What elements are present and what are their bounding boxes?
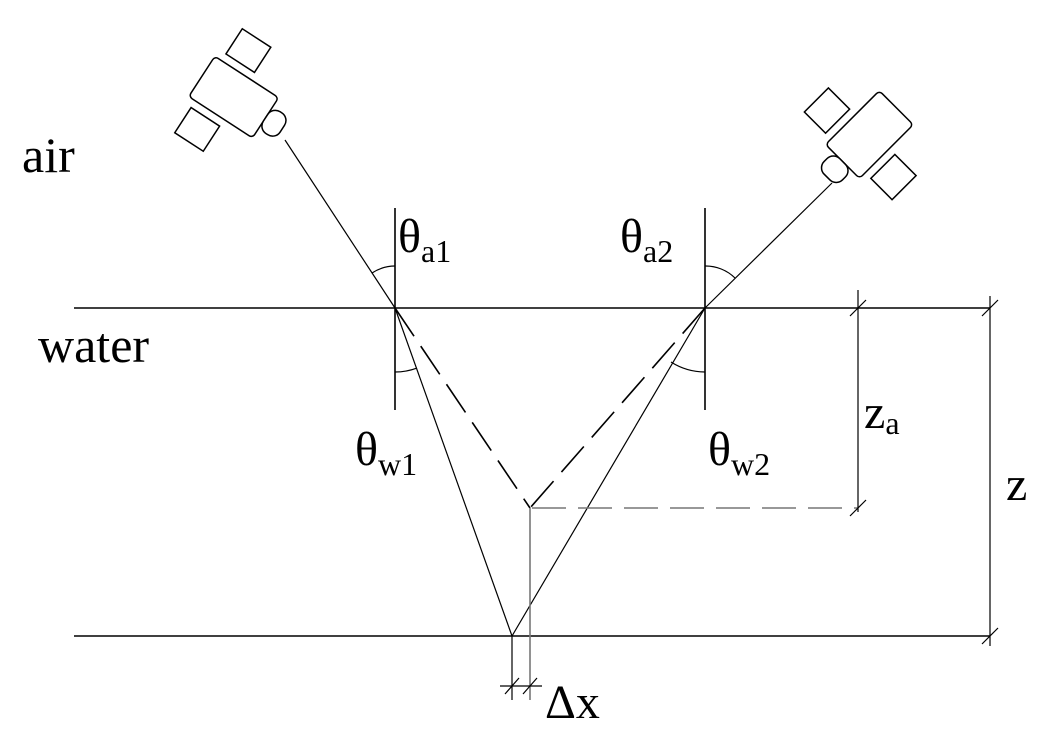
incident-ray-1 — [284, 139, 396, 309]
theta-a1-label: θa1 — [398, 210, 451, 269]
theta-w1-label: θw1 — [355, 423, 417, 482]
camera-2-icon — [803, 86, 918, 201]
angle-arc-w1 — [394, 367, 418, 373]
camera-1-icon — [173, 27, 287, 153]
dx-tick-right — [522, 677, 538, 695]
z-tick-bottom — [981, 627, 999, 645]
theta-w2-symbol: θ — [708, 423, 731, 476]
theta-w2-subscript: w2 — [731, 446, 770, 482]
theta-a2-label: θa2 — [620, 210, 673, 269]
air-label: air — [22, 127, 75, 183]
za-symbol: z — [864, 386, 885, 439]
angle-arc-w2 — [670, 361, 706, 373]
refracted-ray-2 — [511, 307, 706, 637]
theta-w2-label: θw2 — [708, 423, 770, 482]
angle-arc-a1 — [371, 265, 396, 274]
za-subscript: a — [885, 405, 899, 441]
theta-a1-subscript: a1 — [421, 233, 451, 269]
z-tick-top — [981, 299, 999, 317]
refracted-ray-1 — [394, 307, 513, 637]
za-tick-bottom — [849, 499, 867, 517]
theta-w1-symbol: θ — [355, 423, 378, 476]
delta-x-label: Δx — [545, 676, 600, 729]
theta-a2-symbol: θ — [620, 210, 643, 263]
za-label: za — [864, 386, 900, 441]
theta-a1-symbol: θ — [398, 210, 421, 263]
z-label: z — [1006, 458, 1027, 511]
water-label: water — [38, 317, 149, 373]
apparent-ray-1 — [394, 307, 531, 509]
theta-a2-subscript: a2 — [643, 233, 673, 269]
theta-w1-subscript: w1 — [378, 446, 417, 482]
angle-arc-a2 — [704, 265, 736, 279]
apparent-ray-2 — [529, 307, 706, 509]
incident-ray-2 — [704, 182, 833, 309]
za-tick-top — [849, 299, 867, 317]
dx-tick-left — [504, 677, 520, 695]
